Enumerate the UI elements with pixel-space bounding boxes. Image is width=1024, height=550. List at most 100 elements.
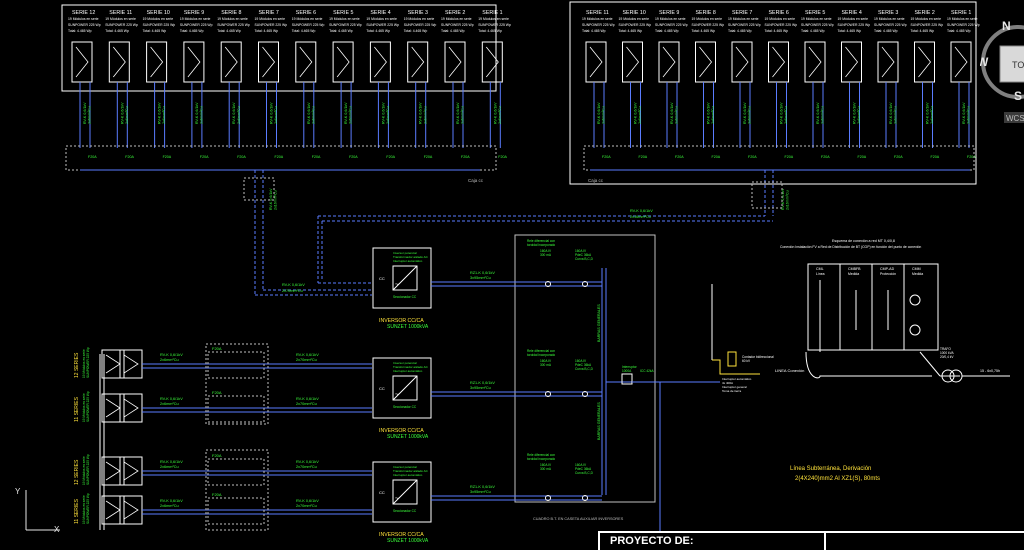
string-cable-left-line: RV-K 0,6/1kV	[344, 102, 348, 124]
string-cable-left-line: 2x6mm²Cu	[237, 106, 241, 124]
mv-line-label: 15 - 6x0,75h	[980, 369, 1000, 373]
series-spec-right: 19 Módulos en serie	[728, 17, 759, 21]
string-cable-right-line: RV-K 0,6/1kV	[743, 102, 747, 124]
bus-label-2-line: BARRAS GENERALES	[597, 402, 601, 440]
breaker-spec2: PdeC 36kA	[575, 467, 592, 471]
pv-module-symbol-icon	[123, 354, 139, 374]
series-spec-right: 19 Módulos en serie	[582, 17, 613, 21]
inverter-cc-label: CC	[379, 386, 385, 391]
series-spec-right: SUNPOWER 225 Wp	[765, 23, 798, 27]
string-cable-right-line: 2x6mm²Cu	[930, 106, 934, 124]
ac-output-cable: 3x95mm²Cu	[470, 386, 491, 390]
pv-module-symbol-icon	[105, 398, 121, 418]
series-spec-left: 19 Módulos en serie	[478, 17, 509, 21]
series-spec-right: 19 Módulos en serie	[911, 17, 942, 21]
series-spec-left: Total: 4.465 Wp	[68, 29, 92, 33]
series-spec-left: SUNPOWER 225 Wp	[68, 23, 101, 27]
pv-module-symbol-icon	[336, 46, 350, 78]
series-title-left: SERIE 3	[408, 10, 428, 16]
lv-meter-desc: Toma de tierra	[722, 389, 742, 393]
mv-connection-scheme: Esquema de conexión a red MT 0,4/0,8Cone…	[711, 239, 1010, 482]
breaker-spec: 300 mA	[540, 363, 552, 367]
group-fuse-box	[207, 351, 265, 379]
series-spec-right: Total: 4.465 Wp	[655, 29, 679, 33]
string-cable-right-line: RV-K 0,6/1kV	[597, 102, 601, 124]
series-spec-left: SUNPOWER 225 Wp	[366, 23, 399, 27]
mv-cell-sub: Medida	[912, 272, 923, 276]
pv-module-symbol-icon	[123, 398, 139, 418]
series-spec-left: 19 Módulos en serie	[217, 17, 248, 21]
series-title-left: SERIE 4	[370, 10, 390, 16]
cuadro-bt-label: CUADRO B.T. EN CASETA AUXILIAR INVERSORE…	[533, 517, 624, 521]
group-fuse-box	[207, 497, 265, 525]
series-title-right: SERIE 6	[769, 10, 789, 16]
inverter-model: SUNZET 1000kVA	[387, 324, 429, 330]
series-spec-left: SUNPOWER 225 Wp	[404, 23, 437, 27]
main-breaker-desc: 1000A	[622, 369, 632, 373]
pv-module-symbol-icon	[485, 46, 499, 78]
group-label-line: 12 SERIES	[74, 352, 80, 378]
inverter-name: INVERSOR CC/CA	[379, 532, 424, 538]
string-cable-left-line: 2x6mm²Cu	[88, 106, 92, 124]
pv-string-right	[731, 41, 753, 83]
pv-module-symbol-icon	[411, 46, 425, 78]
string-cable-right-line: RV-K 0,6/1kV	[670, 102, 674, 124]
string-fuse-right: F20A	[821, 155, 830, 159]
pv-string-right	[768, 41, 789, 83]
title-block: PROYECTO DE:	[598, 531, 1024, 550]
string-cable-left-line: RV-K 0,6/1kV	[158, 102, 162, 124]
series-title-left: SERIE 5	[333, 10, 353, 16]
string-cable-right-line: RV-K 0,6/1kV	[853, 102, 857, 124]
inverter-desc: Inversor potencial	[393, 251, 417, 255]
series-spec-left: Total: 4.465 Wp	[180, 29, 204, 33]
bus-label-1-line: BARRAS GENERALES	[597, 304, 601, 342]
pv-string-left	[295, 41, 317, 83]
breaker-desc: toroidal incorporado	[527, 353, 555, 357]
series-title-right: SERIE 4	[842, 10, 862, 16]
inverter-box-2	[372, 357, 432, 419]
string-fuse-left: F20A	[237, 155, 246, 159]
group-label-line: 12 SERIES	[74, 459, 80, 485]
breaker-desc: toroidal incorporado	[527, 457, 555, 461]
string-fuse-left: F20A	[312, 155, 321, 159]
ucs-x-label: X	[54, 525, 60, 534]
group-feeder: RV-K 0,6/1kV	[296, 397, 319, 401]
viewcube-navigator[interactable]: TO N W S WCS	[980, 8, 1024, 128]
string-fuse-left: F20A	[424, 155, 433, 159]
breaker-contact-icon	[545, 281, 551, 287]
inverter-desc: Transformador aislado AC	[393, 255, 429, 259]
series-spec-left: Total: 4.465 Wp	[441, 29, 465, 33]
inverter-dc-label: Seccionador CC	[393, 405, 417, 409]
string-fuse-right: F20A	[602, 155, 611, 159]
breaker-spec2: Curva B,C,D	[575, 257, 594, 261]
string-cable-left-line: 2x6mm²Cu	[498, 106, 502, 124]
viewcube-face[interactable]	[999, 45, 1024, 83]
mv-link	[919, 351, 941, 377]
pv-string-right	[914, 41, 935, 83]
series-spec-left: 19 Módulos en serie	[441, 17, 472, 21]
main-breaker-desc: Interruptor	[622, 365, 638, 369]
lv-meter-desc: 4x 400A	[722, 381, 733, 385]
series-spec-right: Total: 4.465 Wp	[947, 29, 971, 33]
wcs-button[interactable]	[1004, 112, 1024, 123]
group-feeder: 2x70mm²Cu	[296, 465, 317, 469]
string-fuse-left: F20A	[88, 155, 97, 159]
string-cable-left-line: 2x6mm²Cu	[274, 106, 278, 124]
lv-to-trafo	[805, 351, 932, 379]
group-label: 11 SERIES	[74, 396, 80, 422]
string-cable-right-line: 2x6mm²Cu	[675, 106, 679, 124]
series-spec-right: Total: 4.465 Wp	[582, 29, 606, 33]
series-spec-right: 19 Módulos en serie	[947, 17, 978, 21]
string-cable-right-line: RV-K 0,6/1kV	[889, 102, 893, 124]
lv-meter-box	[727, 351, 737, 367]
string-cable-right-line: 2x6mm²Cu	[638, 106, 642, 124]
series-spec-right: SUNPOWER 225 Wp	[655, 23, 688, 27]
breaker-spec: 300 mA	[540, 253, 552, 257]
